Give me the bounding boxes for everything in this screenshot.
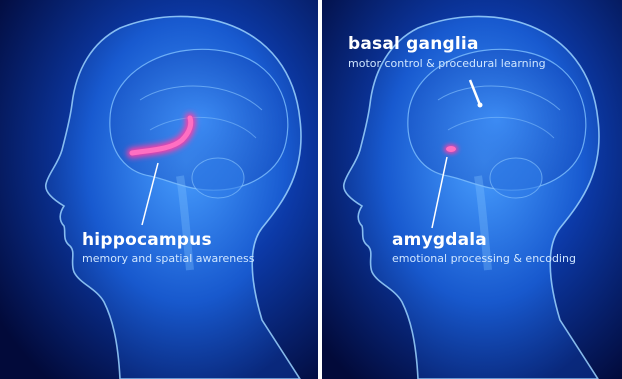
basal-ganglia-pointer-dot [478,103,483,108]
amygdala-description: emotional processing & encoding [392,252,576,265]
cerebellum [490,158,542,198]
left-panel: hippocampus memory and spatial awareness [0,0,318,379]
hippocampus-title: hippocampus [82,230,212,250]
amygdala-highlight [444,145,458,154]
basal-ganglia-title: basal ganglia [348,34,479,54]
cerebellum [192,158,244,198]
right-panel: basal ganglia motor control & procedural… [322,0,622,379]
amygdala-title: amygdala [392,230,487,250]
hippocampus-description: memory and spatial awareness [82,252,255,265]
basal-ganglia-description: motor control & procedural learning [348,57,546,70]
left-head-illustration [0,0,318,379]
